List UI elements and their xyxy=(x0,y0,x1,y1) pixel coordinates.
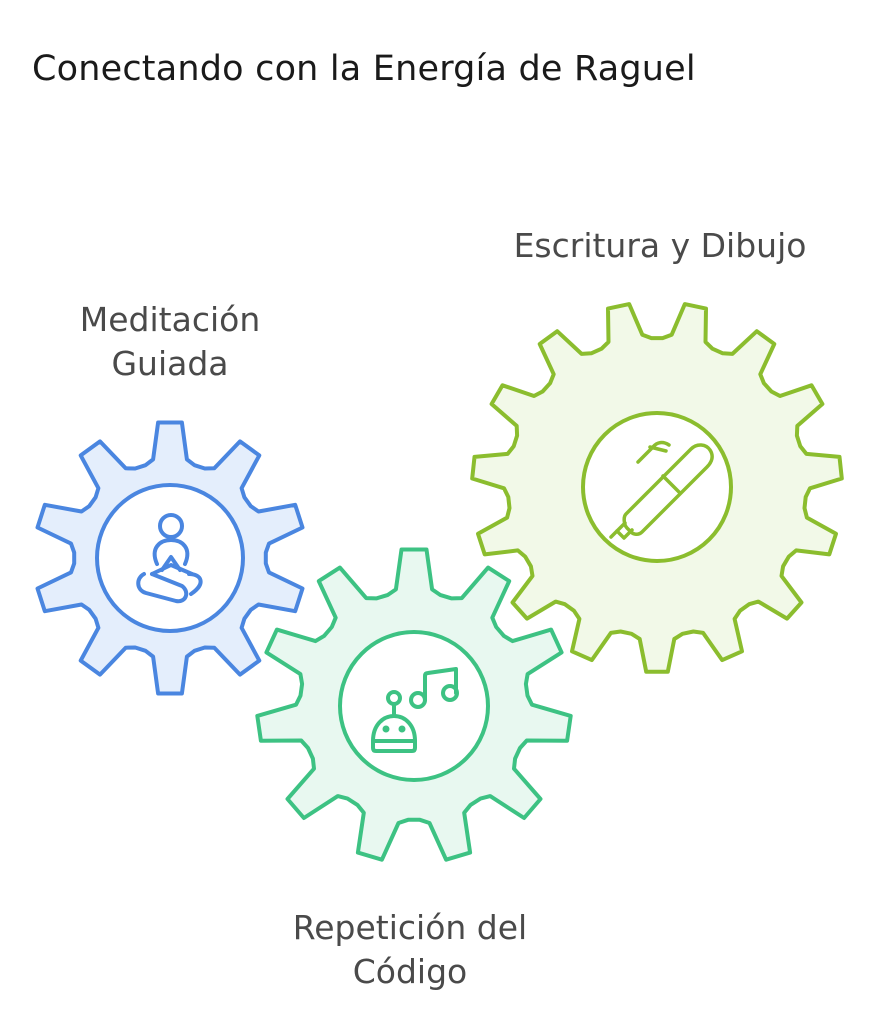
pen-icon xyxy=(609,440,714,540)
label-line: Código xyxy=(352,952,468,991)
meditation-icon xyxy=(136,513,203,604)
label-line: Escritura y Dibujo xyxy=(513,226,807,265)
robot-music-icon xyxy=(371,667,459,753)
gear-meditacion xyxy=(35,420,305,696)
label-line: Repetición del xyxy=(292,908,528,947)
gear-hub-circle xyxy=(581,411,733,563)
page-title: Conectando con la Energía de Raguel xyxy=(32,49,696,90)
gear-escritura xyxy=(470,302,844,674)
gear-repeticion xyxy=(255,547,573,862)
label-meditacion: Meditación Guiada xyxy=(40,298,300,386)
label-line: Guiada xyxy=(111,344,229,383)
label-repeticion: Repetición del Código xyxy=(240,906,580,994)
label-escritura: Escritura y Dibujo xyxy=(460,224,860,268)
label-line: Meditación xyxy=(79,300,261,339)
